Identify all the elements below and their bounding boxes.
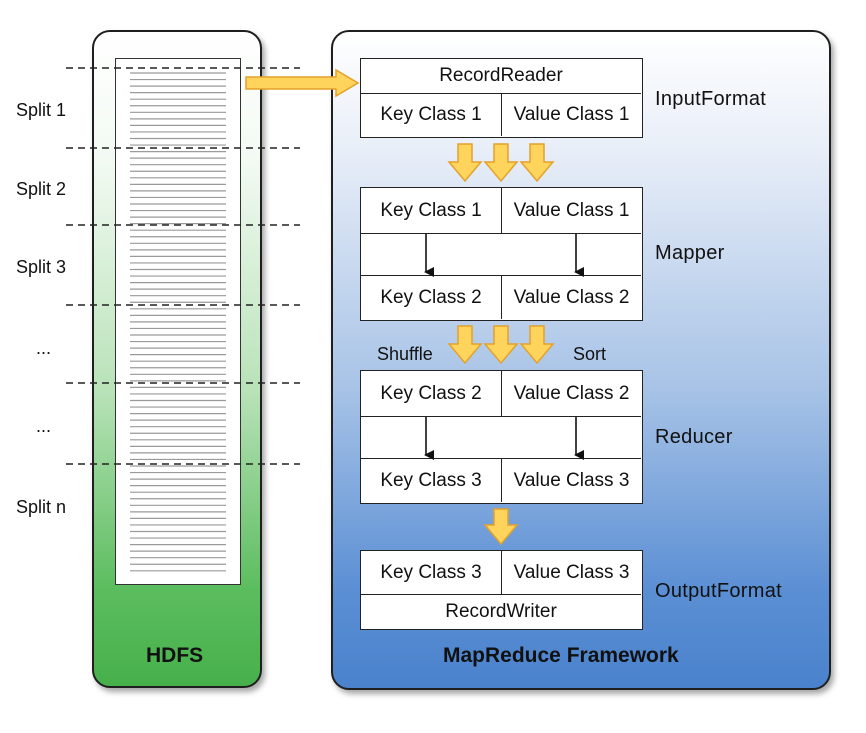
reducer-out-value-cell: Value Class 3 [502, 458, 641, 502]
down-arrow-icon [447, 143, 483, 183]
record-reader-cell: RecordReader [361, 59, 641, 94]
input-key-class-cell: Key Class 1 [361, 94, 502, 136]
output-format-box: Key Class 3 Value Class 3 RecordWriter [360, 550, 643, 630]
output-format-label: OutputFormat [655, 580, 782, 602]
hdfs-to-reader-arrow [245, 68, 360, 98]
split-label-n: Split n [16, 497, 67, 517]
split-label-ellipsis-2: ... [36, 416, 52, 436]
down-arrow-icon [447, 325, 483, 365]
reducer-in-value-cell: Value Class 2 [502, 371, 641, 417]
input-format-box: RecordReader Key Class 1 Value Class 1 [360, 58, 643, 138]
down-arrow-icon [519, 325, 555, 365]
down-arrow-icon [483, 325, 519, 365]
mapper-in-key-cell: Key Class 1 [361, 188, 502, 234]
mapper-in-value-cell: Value Class 1 [502, 188, 641, 234]
document-text-lines [130, 72, 226, 572]
input-value-class-cell: Value Class 1 [513, 104, 630, 125]
down-arrow-icon [519, 143, 555, 183]
output-value-class-cell: Value Class 3 [502, 551, 641, 595]
split-label-2: Split 2 [16, 179, 67, 199]
down-arrow-icon [483, 508, 519, 546]
reducer-label: Reducer [655, 426, 733, 448]
reducer-in-key-cell: Key Class 2 [361, 371, 502, 417]
input-format-label: InputFormat [655, 88, 767, 110]
mapreduce-framework-title: MapReduce Framework [443, 644, 679, 667]
hdfs-title: HDFS [146, 644, 204, 667]
mapper-box: Key Class 1 Value Class 1 Key Class 2 Va… [360, 187, 643, 321]
shuffle-label: Shuffle [377, 344, 433, 364]
split-label-1: Split 1 [16, 100, 67, 120]
split-label-3: Split 3 [16, 257, 67, 277]
record-writer-cell: RecordWriter [445, 600, 557, 622]
reducer-box: Key Class 2 Value Class 2 Key Class 3 Va… [360, 370, 643, 504]
split-label-ellipsis-1: ... [36, 338, 52, 358]
down-arrow-icon [483, 143, 519, 183]
mapper-out-value-cell: Value Class 2 [502, 275, 641, 319]
mapper-label: Mapper [655, 242, 725, 264]
hdfs-file-document [115, 58, 241, 585]
sort-label: Sort [573, 344, 607, 364]
output-key-class-cell: Key Class 3 [361, 551, 502, 595]
